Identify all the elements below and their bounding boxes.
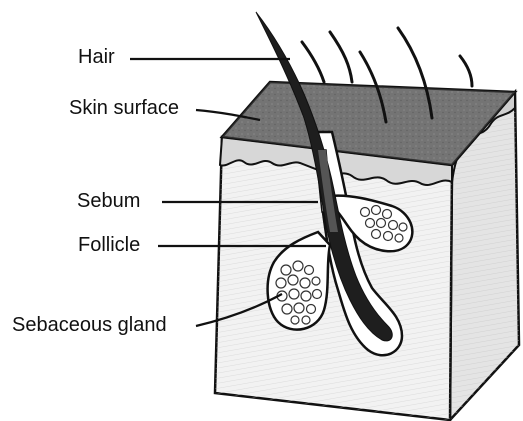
label-sebum: Sebum [77, 191, 140, 211]
label-skin-surface: Skin surface [69, 98, 179, 118]
label-hair: Hair [78, 47, 115, 67]
label-sebaceous-gland: Sebaceous gland [12, 315, 167, 335]
label-follicle: Follicle [78, 235, 140, 255]
